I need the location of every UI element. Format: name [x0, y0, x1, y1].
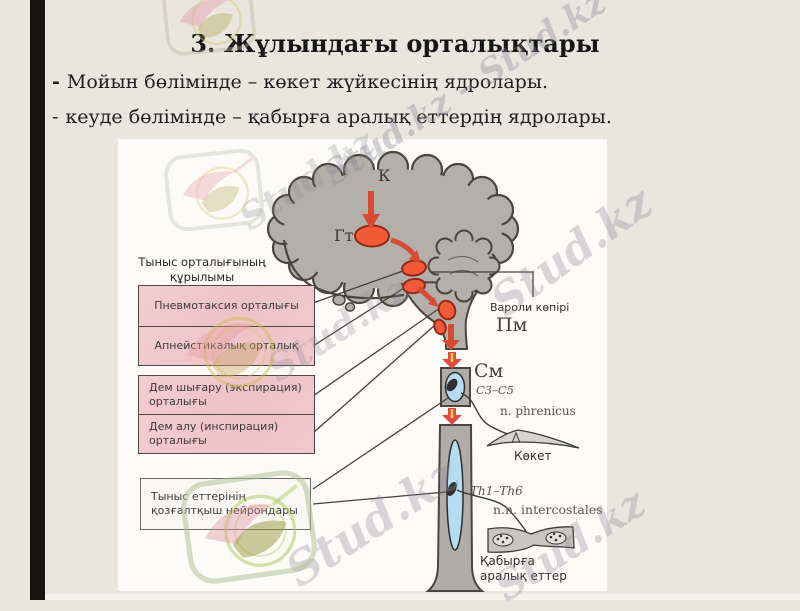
bullet-line-1: -Мойын бөлімінде – көкет жүйкесінің ядро… — [52, 71, 762, 93]
thoracic-level-label: Th1–Th6 — [470, 484, 523, 498]
bullet-dash: - — [52, 106, 59, 128]
bullet-line-2: -кеуде бөлімінде – қабырға аралық еттерд… — [52, 106, 762, 128]
intercostal-muscles-label: Қабырға аралық еттер — [480, 554, 567, 583]
phrenic-nerve-label: n. phrenicus — [500, 404, 576, 418]
box-apneustic-centre: Апнейстикалық орталық — [139, 327, 314, 365]
varoli-bridge-label: Вароли көпірі — [490, 301, 570, 314]
medulla-label: Пм — [496, 314, 528, 336]
box-motor-neurons: Тыныс еттерінің қозғалтқыш нейрондары — [140, 478, 311, 530]
spinal-cord-label: См — [474, 360, 504, 382]
intercostal-nerves-label: n.n. intercostales — [493, 502, 603, 517]
medulla-centres-box-group: Дем шығару (экспирация) орталығы Дем алу… — [138, 375, 315, 454]
box-expiration-centre: Дем шығару (экспирация) орталығы — [139, 376, 314, 415]
slide-accent-bar — [30, 0, 45, 600]
box-inspiration-centre: Дем алу (инспирация) орталығы — [139, 415, 314, 453]
bullet-text: Мойын бөлімінде – көкет жүйкесінің ядрол… — [66, 71, 549, 93]
structure-header: Тыныс орталығының құрылымы — [138, 255, 266, 284]
diaphragm-label: Көкет — [514, 449, 552, 463]
hypothalamus-label: Гт — [334, 226, 354, 245]
pons-centres-box-group: Пневмотаксия орталығы Апнейстикалық орта… — [138, 285, 315, 366]
cervical-level-label: C3–C5 — [476, 383, 514, 397]
cortex-label: К — [378, 166, 391, 185]
bullet-dash: - — [52, 71, 60, 93]
slide-title: 3. Жұлындағы орталықтары — [190, 29, 600, 58]
bullet-text: кеуде бөлімінде – қабырға аралық еттерді… — [65, 106, 612, 128]
slide-bottom-strip — [45, 594, 800, 600]
box-pneumotaxic-centre: Пневмотаксия орталығы — [139, 286, 314, 327]
